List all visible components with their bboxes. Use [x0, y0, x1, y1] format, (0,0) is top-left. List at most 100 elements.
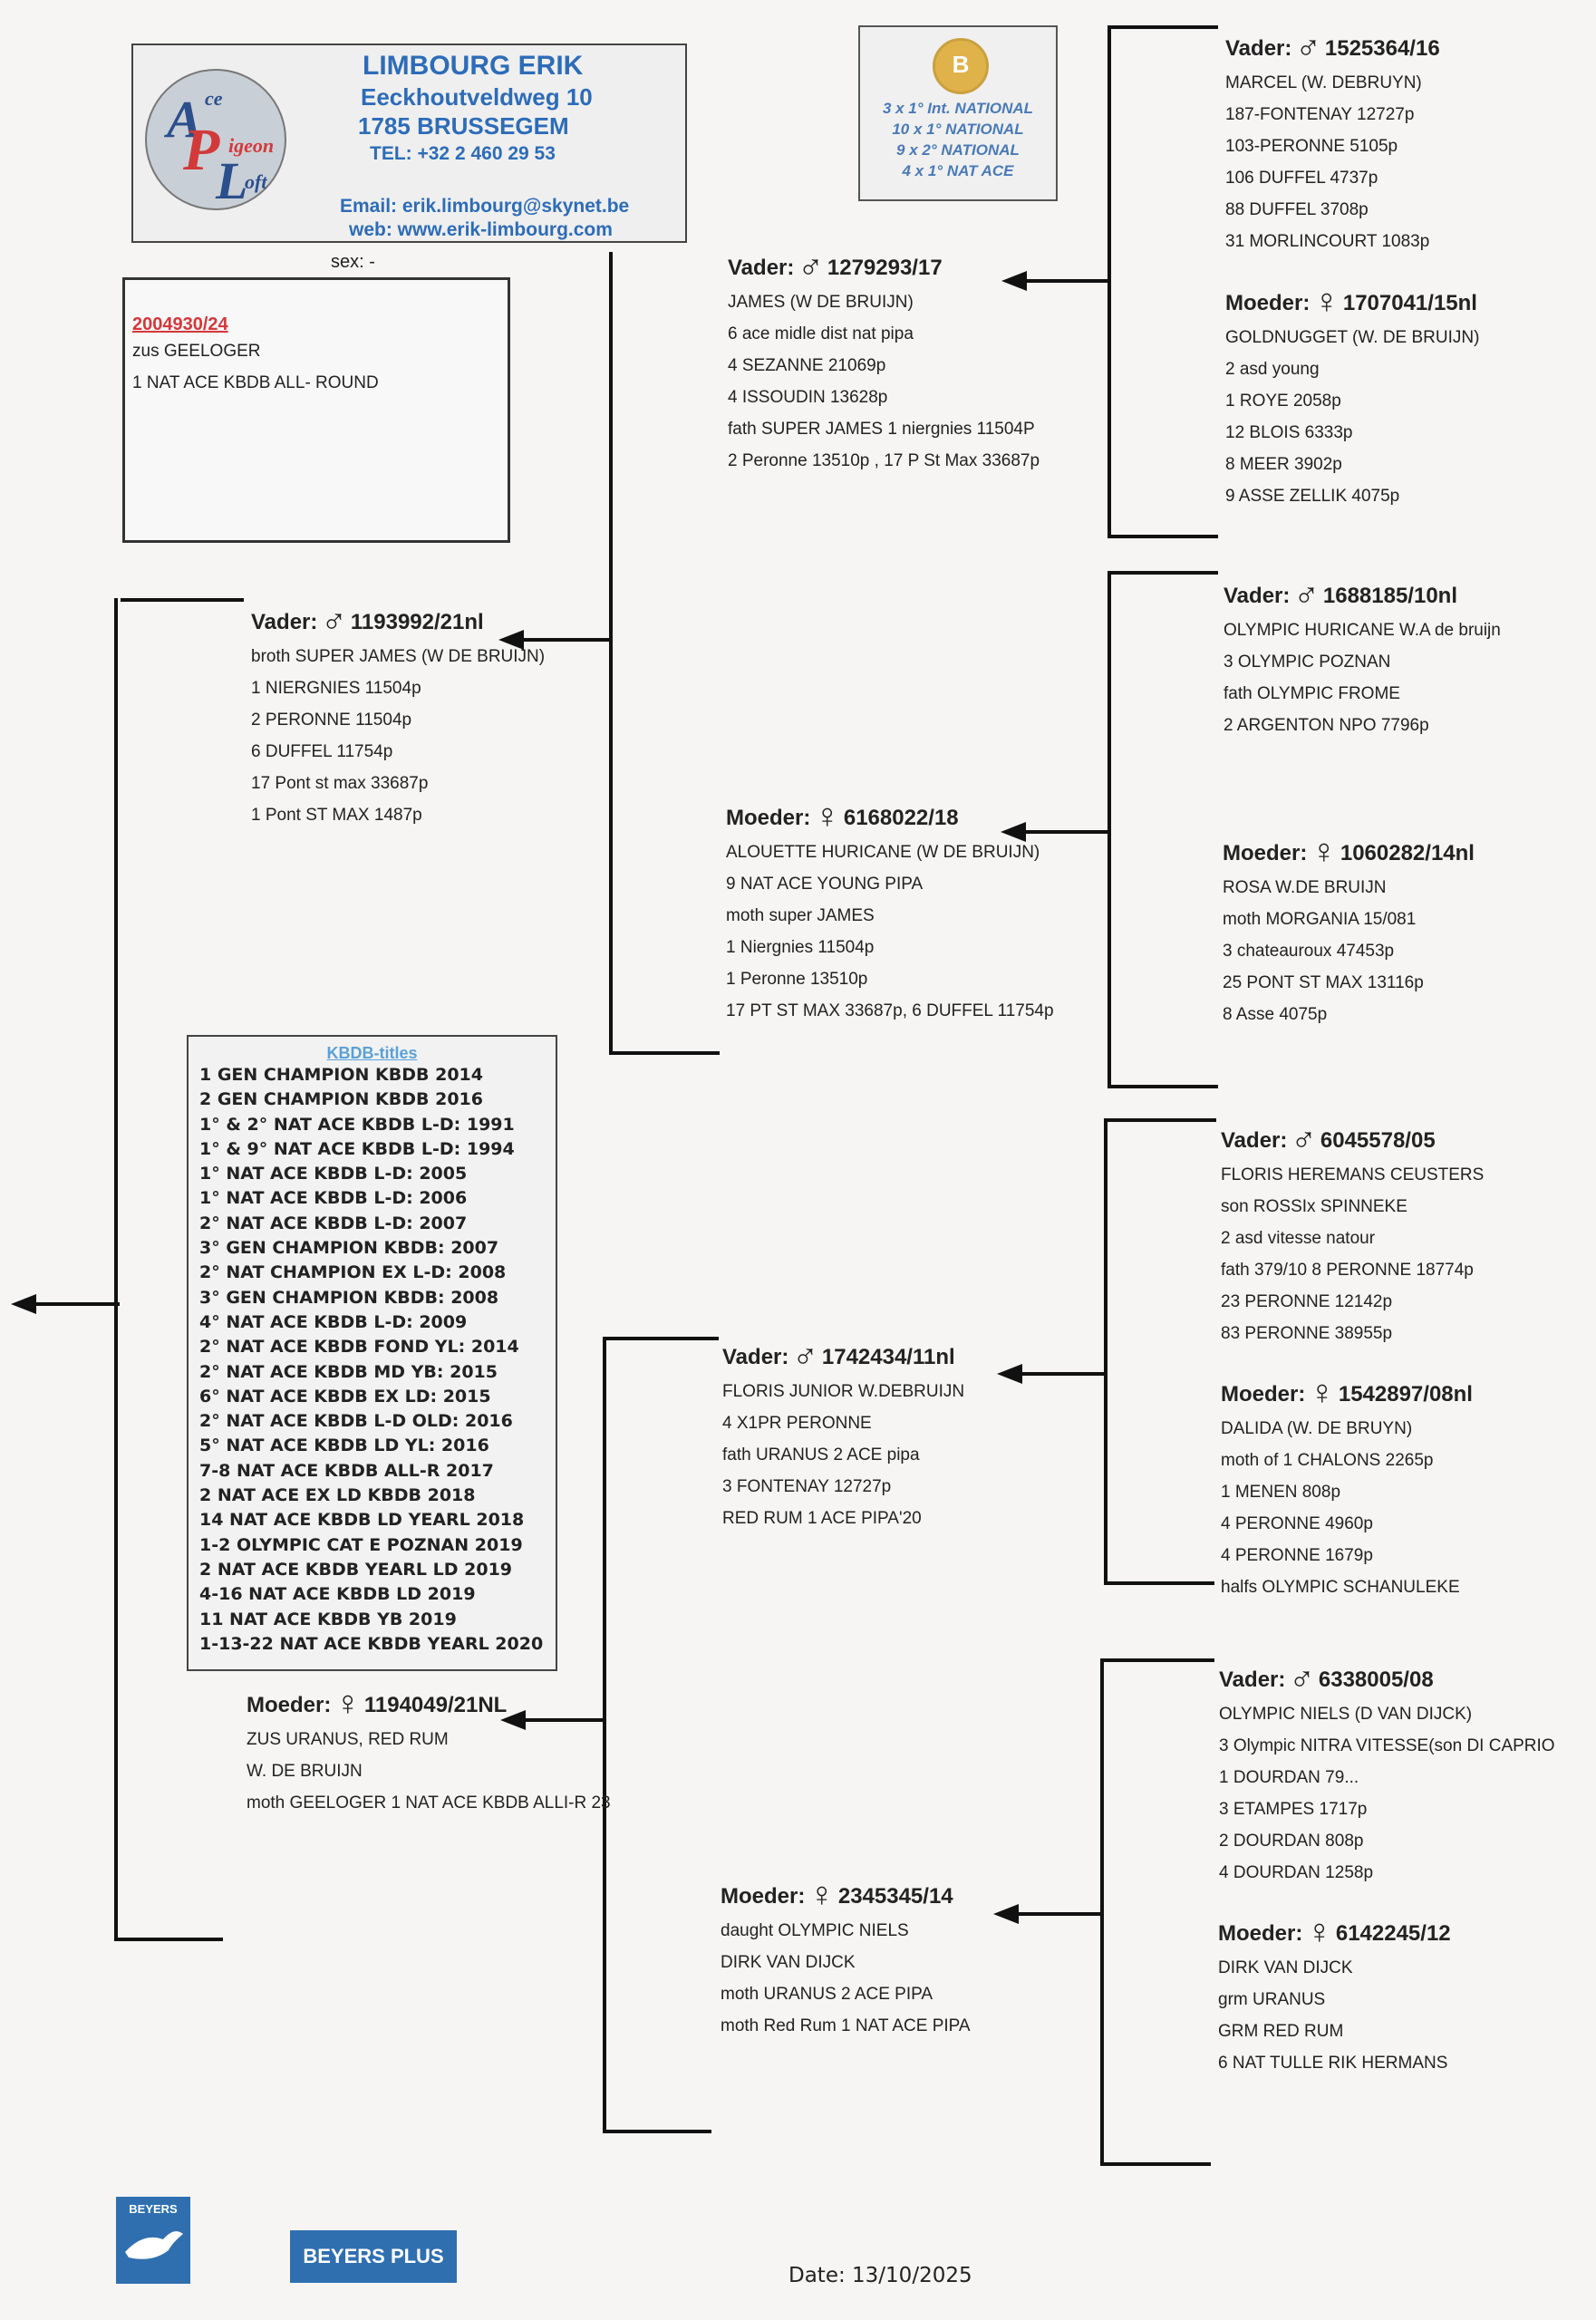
- bird-line: moth URANUS 2 ACE PIPA: [721, 1985, 933, 2004]
- bird-line: 4 PERONNE 1679p: [1221, 1546, 1373, 1565]
- bird-line: ALOUETTE HURICANE (W DE BRUIJN): [726, 843, 1040, 862]
- trophy-coin-icon: B: [933, 38, 989, 94]
- bird-sire: Vader:♂1193992/21nl broth SUPER JAMES (W…: [251, 603, 545, 831]
- award-line: 10 x 1° NATIONAL: [892, 121, 1024, 138]
- bird-line: FLORIS HEREMANS CEUSTERS: [1221, 1165, 1485, 1184]
- connector-line: [1108, 25, 1111, 538]
- bird-line: moth super JAMES: [726, 906, 875, 925]
- bird-ring: 6168022/18: [843, 806, 959, 830]
- bird-ring: 1742434/11nl: [821, 1345, 955, 1369]
- bird-ds-dam: Moeder:♀1542897/08nl DALIDA (W. DE BRUYN…: [1221, 1375, 1473, 1603]
- bird-line: halfs OLYMPIC SCHANULEKE: [1221, 1578, 1460, 1597]
- bird-line: W. DE BRUIJN: [247, 1762, 363, 1781]
- bird-ring: 1194049/21NL: [363, 1693, 508, 1717]
- arrow-left-icon: [1001, 822, 1026, 842]
- bird-label: Moeder:: [1223, 841, 1308, 865]
- bird-ring: 1707041/15nl: [1342, 291, 1477, 315]
- bird-label: Vader:: [1221, 1128, 1288, 1153]
- male-icon: ♂: [798, 247, 824, 285]
- connector-line: [1108, 1085, 1218, 1088]
- title-item: 2° NAT CHAMPION EX L-D: 2008: [199, 1262, 507, 1283]
- bird-dd-dam: Moeder:♀6142245/12 DIRK VAN DIJCK grm UR…: [1218, 1914, 1451, 2079]
- bird-line: 1 DOURDAN 79...: [1219, 1768, 1359, 1787]
- bird-dam: Moeder:♀1194049/21NL ZUS URANUS, RED RUM…: [247, 1686, 611, 1819]
- bird-ring: 6142245/12: [1335, 1921, 1451, 1946]
- bird-sire-dam: Moeder:♀6168022/18 ALOUETTE HURICANE (W …: [726, 798, 1054, 1027]
- kbdb-titles-box: KBDB-titles 1 GEN CHAMPION KBDB 2014 2 G…: [187, 1035, 557, 1671]
- bird-line: 1 Pont ST MAX 1487p: [251, 806, 422, 825]
- connector-line: [1020, 830, 1109, 834]
- breeder-email: Email: erik.limbourg@skynet.be: [340, 196, 630, 217]
- bird-line: fath URANUS 2 ACE pipa: [722, 1445, 920, 1464]
- title-item: 1° & 2° NAT ACE KBDB L-D: 1991: [199, 1114, 515, 1135]
- bird-line: ROSA W.DE BRUIJN: [1223, 878, 1387, 897]
- bird-line: moth Red Rum 1 NAT ACE PIPA: [721, 2016, 971, 2035]
- bird-ss-dam: Moeder:♀1707041/15nl GOLDNUGGET (W. DE B…: [1225, 284, 1479, 512]
- title-item: 2° NAT ACE KBDB L-D: 2007: [199, 1213, 468, 1233]
- bird-line: 6 DUFFEL 11754p: [251, 742, 393, 761]
- title-item: 1° NAT ACE KBDB L-D: 2006: [199, 1188, 468, 1209]
- document-date: Date: 13/10/2025: [788, 2264, 972, 2287]
- arrow-left-icon: [997, 1364, 1022, 1384]
- bird-ring: 1688185/10nl: [1322, 584, 1457, 608]
- title-item: 4-16 NAT ACE KBDB LD 2019: [199, 1584, 476, 1605]
- title-item: 2 NAT ACE KBDB YEARL LD 2019: [199, 1559, 513, 1580]
- bird-line: son ROSSIx SPINNEKE: [1221, 1197, 1407, 1216]
- connector-line: [1013, 1912, 1102, 1916]
- breeder-street: Eeckhoutveldweg 10: [361, 83, 593, 111]
- bird-line: 103-PERONNE 5105p: [1225, 137, 1398, 156]
- connector-line: [121, 598, 244, 602]
- connector-line: [521, 638, 612, 642]
- bird-line: 4 SEZANNE 21069p: [728, 356, 886, 375]
- bird-line: moth of 1 CHALONS 2265p: [1221, 1451, 1434, 1470]
- female-icon: ♀: [1309, 1374, 1335, 1412]
- connector-line: [114, 1938, 223, 1941]
- beyers-logo: BEYERS: [116, 2197, 190, 2284]
- title-item: 1° & 9° NAT ACE KBDB L-D: 1994: [199, 1138, 515, 1159]
- connector-line: [603, 1337, 719, 1340]
- bird-line: RED RUM 1 ACE PIPA'20: [722, 1509, 922, 1528]
- arrow-left-icon: [1001, 271, 1027, 291]
- connector-line: [1108, 535, 1218, 538]
- connector-line: [1104, 1581, 1214, 1585]
- title-item: 1-2 OLYMPIC CAT E POZNAN 2019: [199, 1534, 523, 1555]
- bird-ss-sire: Vader:♂1525364/16 MARCEL (W. DEBRUYN) 18…: [1225, 29, 1440, 257]
- titles-heading: KBDB-titles: [326, 1044, 418, 1062]
- title-item: 2° NAT ACE KBDB MD YB: 2015: [199, 1361, 498, 1382]
- title-item: 11 NAT ACE KBDB YB 2019: [199, 1609, 457, 1629]
- bird-line: 1 Peronne 13510p: [726, 970, 868, 989]
- bird-label: Moeder:: [726, 806, 811, 830]
- bird-line: 23 PERONNE 12142p: [1221, 1292, 1393, 1311]
- ace-pigeon-loft-logo: A ce P igeon L oft: [145, 69, 286, 210]
- bird-line: 106 DUFFEL 4737p: [1225, 169, 1378, 188]
- bird-line: MARCEL (W. DEBRUYN): [1225, 73, 1422, 92]
- bird-line: 17 PT ST MAX 33687p, 6 DUFFEL 11754p: [726, 1001, 1054, 1020]
- logo-letter-p: P: [183, 117, 220, 183]
- subject-line: zus GEELOGER: [132, 342, 261, 361]
- connector-line: [609, 1051, 720, 1055]
- connector-line: [1104, 1658, 1214, 1662]
- bird-line: DIRK VAN DIJCK: [1218, 1958, 1353, 1977]
- bird-ring: 1525364/16: [1324, 36, 1440, 61]
- connector-line: [1106, 1118, 1216, 1122]
- bird-line: moth GEELOGER 1 NAT ACE KBDB ALLI-R 23: [247, 1793, 611, 1812]
- bird-ds-sire: Vader:♂6045578/05 FLORIS HEREMANS CEUSTE…: [1221, 1121, 1484, 1349]
- bird-line: grm URANUS: [1218, 1990, 1326, 2009]
- bird-line: OLYMPIC NIELS (D VAN DIJCK): [1219, 1705, 1473, 1724]
- bird-line: OLYMPIC HURICANE W.A de bruijn: [1224, 621, 1501, 640]
- bird-line: broth SUPER JAMES (W DE BRUIJN): [251, 647, 546, 666]
- connector-line: [1108, 25, 1218, 29]
- logo-text-ce: ce: [205, 87, 223, 110]
- bird-ring: 2345345/14: [837, 1884, 953, 1909]
- female-icon: ♀: [814, 798, 840, 836]
- logo-letter-a: A: [167, 90, 202, 149]
- bird-line: 3 Olympic NITRA VITESSE(son DI CAPRIO: [1219, 1736, 1555, 1755]
- title-item: 2° NAT ACE KBDB FOND YL: 2014: [199, 1337, 519, 1358]
- title-item: 1-13-22 NAT ACE KBDB YEARL 2020: [199, 1633, 544, 1654]
- bird-line: 1 Niergnies 11504p: [726, 938, 875, 957]
- bird-line: 25 PONT ST MAX 13116p: [1223, 973, 1424, 992]
- title-item: 4° NAT ACE KBDB L-D: 2009: [199, 1311, 468, 1332]
- bird-dam-sire: Vader:♂1742434/11nl FLORIS JUNIOR W.DEBR…: [722, 1338, 964, 1534]
- bird-ring: 1279293/17: [827, 256, 943, 280]
- bird-line: fath OLYMPIC FROME: [1224, 684, 1400, 703]
